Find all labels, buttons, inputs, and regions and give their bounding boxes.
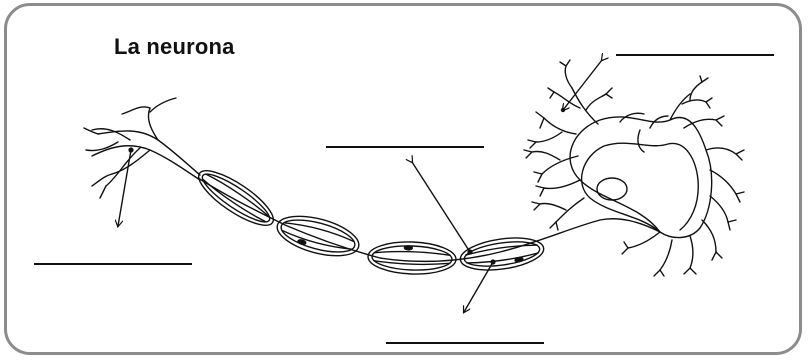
arrow-dots bbox=[128, 108, 565, 265]
arrow-dendrites bbox=[563, 60, 602, 110]
cell-body bbox=[570, 117, 712, 238]
cell-body-inner bbox=[582, 143, 699, 232]
axon-terminals bbox=[84, 98, 200, 198]
myelin-sheath bbox=[192, 162, 546, 276]
arrow-terminals bbox=[118, 150, 131, 226]
arrow-myelin bbox=[412, 162, 470, 252]
label-arrows bbox=[118, 60, 602, 312]
axon bbox=[198, 178, 660, 261]
nucleus bbox=[597, 178, 627, 200]
